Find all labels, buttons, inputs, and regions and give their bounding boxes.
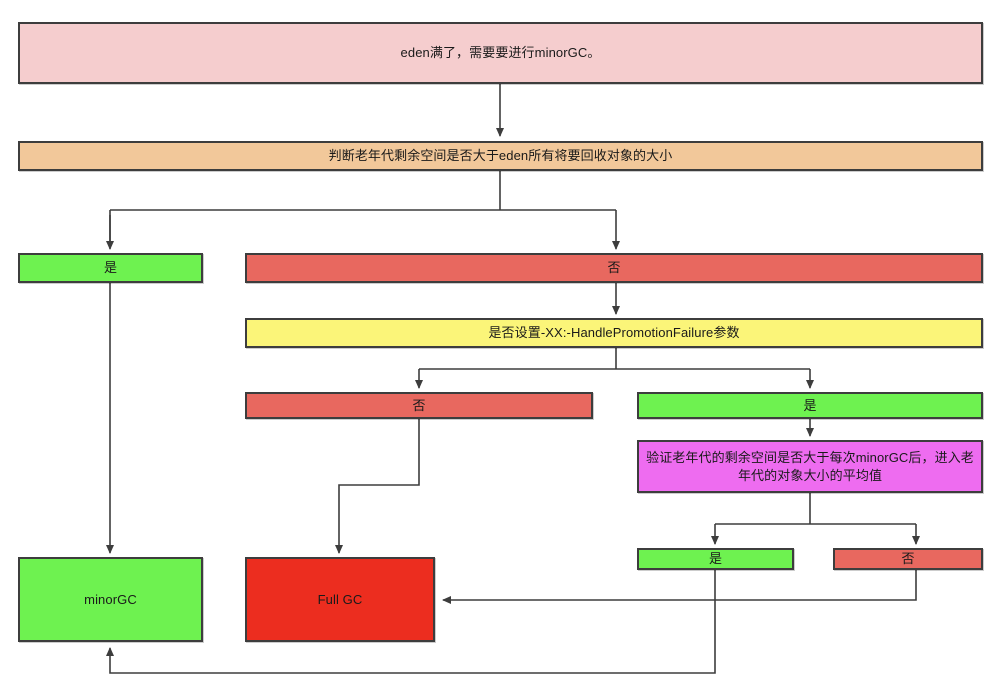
node-branch2-no[interactable]: 否 — [245, 392, 593, 419]
node-check-old-gen-space[interactable]: 判断老年代剩余空间是否大于eden所有将要回收对象的大小 — [18, 141, 983, 171]
node-verify-average-size[interactable]: 验证老年代的剩余空间是否大于每次minorGC后，进入老年代的对象大小的平均值 — [637, 440, 983, 493]
node-label: 是 — [708, 551, 723, 566]
node-label: Full GC — [317, 591, 363, 607]
node-label: minorGC — [84, 591, 137, 607]
node-branch3-no[interactable]: 否 — [833, 548, 983, 570]
node-label: 否 — [607, 260, 621, 275]
node-eden-full[interactable]: eden满了，需要要进行minorGC。 — [18, 22, 983, 84]
node-branch2-yes[interactable]: 是 — [637, 392, 983, 419]
edge-verify-to-branch3 — [715, 493, 916, 525]
node-label: 否 — [412, 397, 426, 413]
edge-branch3no-to-fullgc — [442, 570, 917, 604]
node-branch1-no[interactable]: 否 — [245, 253, 983, 283]
node-label: 是 — [103, 260, 118, 275]
node-label: 是 — [803, 397, 817, 413]
node-label: 验证老年代的剩余空间是否大于每次minorGC后，进入老年代的对象大小的平均值 — [646, 449, 974, 483]
node-minor-gc[interactable]: minorGC — [18, 557, 203, 642]
edge-branch2no-to-fullgc — [335, 419, 420, 554]
edge-handle-to-branch2 — [419, 348, 810, 370]
node-branch3-yes[interactable]: 是 — [637, 548, 794, 570]
node-label: 是否设置-XX:-HandlePromotionFailure参数 — [488, 325, 740, 340]
node-handle-promotion-failure[interactable]: 是否设置-XX:-HandlePromotionFailure参数 — [245, 318, 983, 348]
edge-branch3yes-to-minorgc — [106, 570, 716, 674]
node-label: 判断老年代剩余空间是否大于eden所有将要回收对象的大小 — [328, 148, 673, 163]
node-full-gc[interactable]: Full GC — [245, 557, 435, 642]
node-label: eden满了，需要要进行minorGC。 — [400, 45, 601, 60]
node-branch1-yes[interactable]: 是 — [18, 253, 203, 283]
node-label: 否 — [901, 551, 915, 566]
edge-check-to-branch1 — [109, 171, 616, 248]
